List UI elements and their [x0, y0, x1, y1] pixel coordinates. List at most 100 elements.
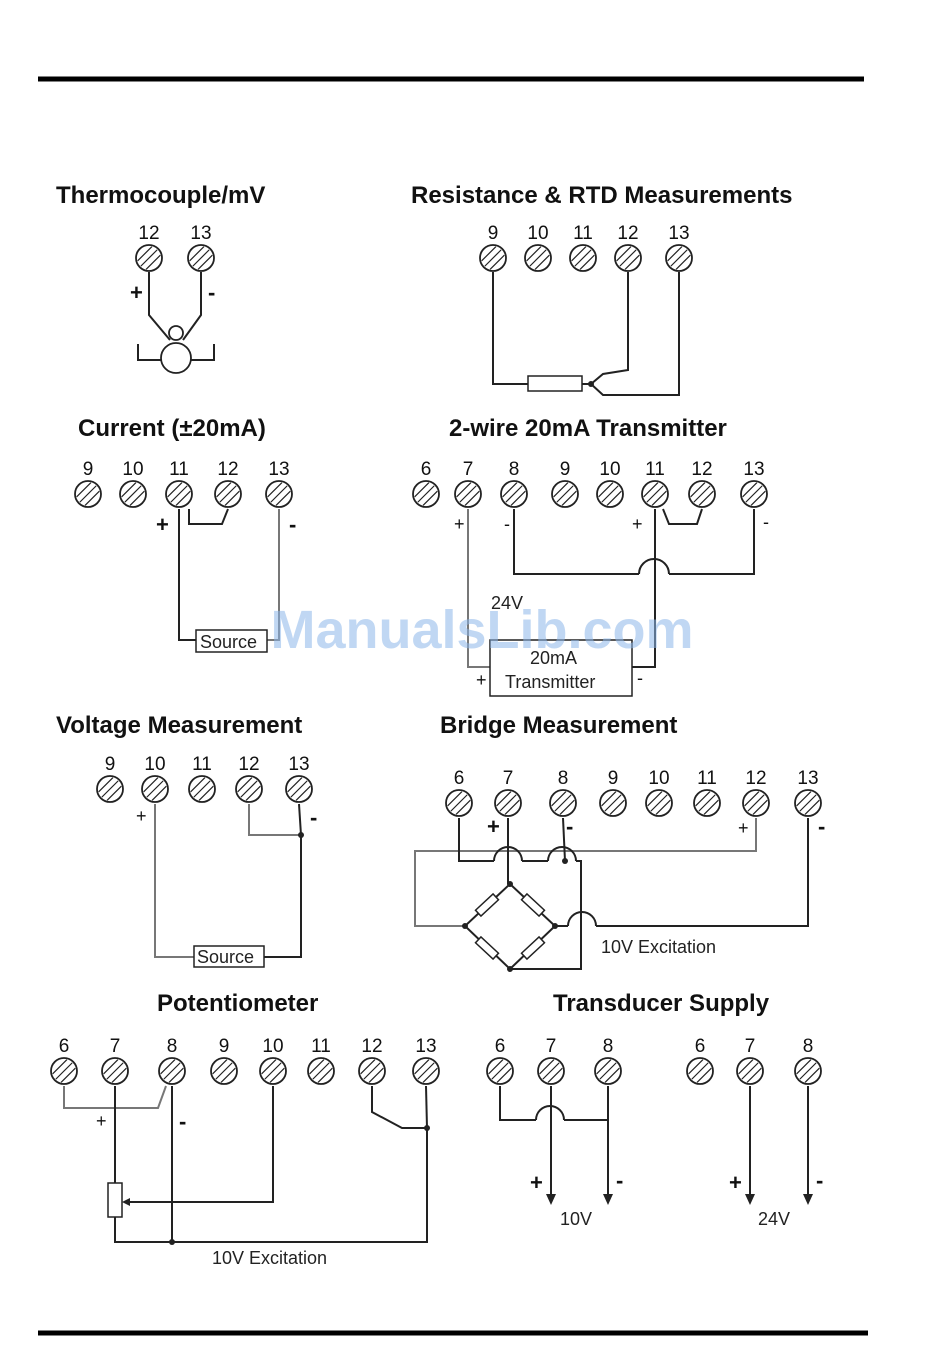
terminal-potentiometer-6: 6: [50, 1036, 78, 1085]
terminal-transmitter-7: 7: [454, 459, 482, 508]
terminal-number: 11: [169, 459, 189, 480]
terminal-potentiometer-11: 11: [307, 1036, 335, 1085]
terminal-thermocouple-13: 13: [187, 223, 215, 272]
terminal-number: 10: [122, 459, 143, 480]
terminal-number: 13: [797, 768, 818, 789]
terminal-number: 11: [645, 459, 665, 480]
current-source-label: Source: [200, 632, 257, 652]
watermark: ManualsLib.com: [270, 600, 693, 660]
terminal-bridge-12: 12: [742, 768, 770, 817]
terminal-resistance-11: 11: [569, 223, 597, 272]
transducer-10v-plus: +: [530, 1170, 543, 1195]
transmitter-supply-label: 24V: [491, 593, 523, 613]
terminal-number: 6: [695, 1036, 706, 1057]
terminal-number: 13: [268, 459, 289, 480]
thermocouple-minus: -: [208, 280, 215, 305]
current-section: Current (±20mA) 9 10 11 12 13 Source + -: [74, 415, 296, 653]
terminal-number: 10: [648, 768, 669, 789]
transducer-24v-label: 24V: [758, 1209, 790, 1229]
transmitter-box-line2: Transmitter: [505, 672, 595, 692]
terminal-number: 8: [167, 1036, 178, 1057]
terminal-number: 9: [83, 459, 94, 480]
terminal-potentiometer-10: 10: [259, 1036, 287, 1085]
terminal-current-13: 13: [265, 459, 293, 508]
terminal-number: 9: [105, 754, 116, 775]
terminal-bridge-8: 8: [549, 768, 577, 817]
terminal-potentiometer-8: 8: [158, 1036, 186, 1085]
current-plus: +: [156, 512, 169, 537]
terminal-number: 9: [560, 459, 571, 480]
transducer-title: Transducer Supply: [553, 990, 770, 1017]
terminal-voltage-12: 12: [235, 754, 263, 803]
transmitter-title: 2-wire 20mA Transmitter: [449, 415, 727, 442]
voltage-source-label: Source: [197, 947, 254, 967]
terminal-number: 9: [219, 1036, 230, 1057]
voltage-minus: -: [310, 805, 317, 830]
potentiometer-excitation-label: 10V Excitation: [212, 1248, 327, 1268]
current-minus: -: [289, 512, 296, 537]
terminal-voltage-11: 11: [188, 754, 216, 803]
terminal-number: 7: [463, 459, 474, 480]
voltage-plus: +: [136, 806, 147, 826]
current-title: Current (±20mA): [78, 415, 266, 442]
terminal-transmitter-11: 11: [641, 459, 669, 508]
terminal-current-12: 12: [214, 459, 242, 508]
terminal-number: 13: [288, 754, 309, 775]
terminal-number: 7: [503, 768, 514, 789]
terminal-transmitter-12: 12: [688, 459, 716, 508]
terminal-resistance-10: 10: [524, 223, 552, 272]
terminal-number: 6: [454, 768, 465, 789]
terminal-number: 7: [745, 1036, 756, 1057]
rtd-resistor: [527, 375, 583, 392]
terminal-bridge-6: 6: [445, 768, 473, 817]
terminal-number: 12: [138, 223, 159, 244]
terminal-transmitter-8: 8: [500, 459, 528, 508]
terminal-number: 13: [743, 459, 764, 480]
potentiometer-minus: -: [179, 1109, 186, 1134]
terminal-current-11: 11: [165, 459, 193, 508]
voltage-title: Voltage Measurement: [56, 712, 302, 739]
terminal-number: 12: [745, 768, 766, 789]
terminal-number: 9: [608, 768, 619, 789]
transmitter-box-minus: -: [637, 668, 643, 688]
thermocouple-plus: +: [130, 280, 143, 305]
terminal-transducer-7: 7: [736, 1036, 764, 1085]
terminal-number: 12: [238, 754, 259, 775]
resistance-title: Resistance & RTD Measurements: [411, 182, 792, 209]
terminal-number: 11: [697, 768, 717, 789]
terminal-transducer-7: 7: [537, 1036, 565, 1085]
transmitter-minus-8: -: [504, 514, 510, 534]
terminal-resistance-13: 13: [665, 223, 693, 272]
terminal-number: 10: [144, 754, 165, 775]
terminal-bridge-11: 11: [693, 768, 721, 817]
terminal-number: 8: [509, 459, 520, 480]
bridge-resistors: [474, 892, 546, 961]
bridge-minus-13: -: [818, 814, 825, 839]
terminal-number: 7: [110, 1036, 121, 1057]
terminal-number: 6: [495, 1036, 506, 1057]
transducer-24v-minus: -: [816, 1168, 823, 1193]
terminal-current-9: 9: [74, 459, 102, 508]
bridge-title: Bridge Measurement: [440, 712, 677, 739]
terminal-potentiometer-9: 9: [210, 1036, 238, 1085]
terminal-transducer-6: 6: [486, 1036, 514, 1085]
terminal-number: 13: [415, 1036, 436, 1057]
transmitter-plus-7: +: [454, 514, 465, 534]
terminal-potentiometer-7: 7: [101, 1036, 129, 1085]
transmitter-box-line1: 20mA: [530, 648, 577, 668]
terminal-number: 8: [603, 1036, 614, 1057]
terminal-number: 12: [617, 223, 638, 244]
bridge-minus-8: -: [566, 814, 573, 839]
terminal-number: 10: [262, 1036, 283, 1057]
terminal-bridge-9: 9: [599, 768, 627, 817]
terminal-number: 9: [488, 223, 499, 244]
transmitter-minus-13: -: [763, 512, 769, 532]
terminal-bridge-10: 10: [645, 768, 673, 817]
transmitter-box-plus: +: [476, 670, 487, 690]
transmitter-plus-11: +: [632, 514, 643, 534]
terminal-number: 12: [691, 459, 712, 480]
terminal-number: 6: [59, 1036, 70, 1057]
